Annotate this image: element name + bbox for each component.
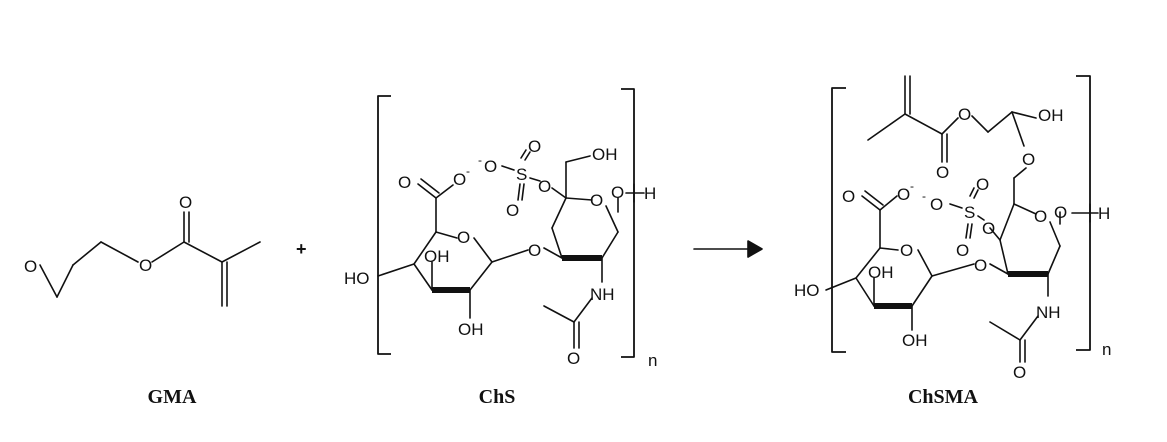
atom-epoxide-oxygen: O	[24, 257, 37, 276]
sulfate-oxygen-bottom: O	[956, 241, 969, 260]
hydroxyl-c3: OH	[868, 263, 894, 282]
hydroxyl-c2: OH	[458, 320, 484, 339]
terminal-hydrogen: H	[1098, 204, 1110, 223]
sulfate-charge: -	[922, 189, 926, 203]
amide-oxygen: O	[567, 349, 580, 368]
carboxyl-charge: -	[910, 179, 914, 193]
atom-ester-oxygen: O	[139, 256, 152, 275]
carboxyl-charge: -	[466, 164, 470, 178]
hydroxyl-c4: HO	[344, 269, 370, 288]
left-bracket	[831, 87, 846, 353]
ring-oxygen-1: O	[457, 228, 470, 247]
terminal-oxygen: O	[1054, 203, 1067, 222]
amide-oxygen: O	[1013, 363, 1026, 382]
sulfur-atom: S	[516, 165, 527, 184]
hydroxyl-c6: OH	[592, 145, 618, 164]
atom-carbonyl-oxygen: O	[179, 193, 192, 212]
glycosidic-oxygen: O	[974, 256, 987, 275]
carboxyl-oxygen-anion: O	[453, 170, 466, 189]
glycerol-hydroxyl: OH	[1038, 106, 1064, 125]
carboxyl-oxygen-double: O	[398, 173, 411, 192]
terminal-oxygen: O	[611, 183, 624, 202]
label-gma: GMA	[147, 386, 197, 408]
ring-oxygen-2: O	[1034, 207, 1047, 226]
hydroxyl-c2: OH	[902, 331, 928, 350]
sulfate-ester-oxygen: O	[538, 177, 551, 196]
gma-structure: O O O	[24, 193, 261, 307]
chsma-structure: n O O OH O O O O - HO	[794, 75, 1111, 382]
ring-oxygen-2: O	[590, 191, 603, 210]
glycosidic-oxygen: O	[528, 241, 541, 260]
sulfate-charge: -	[478, 153, 482, 167]
ring-oxygen-1: O	[900, 241, 913, 260]
label-chsma: ChSMA	[907, 386, 978, 408]
hydroxyl-c4: HO	[794, 281, 820, 300]
repeat-subscript: n	[1102, 340, 1111, 359]
methacrylate-carbonyl-oxygen: O	[936, 163, 949, 182]
repeat-subscript: n	[648, 351, 657, 370]
reaction-arrow	[693, 240, 763, 258]
sulfate-oxygen-bottom: O	[506, 201, 519, 220]
ether-oxygen: O	[1022, 150, 1035, 169]
amide-nh: NH	[590, 285, 615, 304]
sulfate-oxygen-top: O	[976, 175, 989, 194]
hydroxyl-c3: OH	[424, 247, 450, 266]
sulfate-ester-oxygen: O	[982, 219, 995, 238]
carboxyl-oxygen-double: O	[842, 187, 855, 206]
sulfate-oxygen-anion: O	[930, 195, 943, 214]
terminal-hydrogen: H	[644, 184, 656, 203]
label-chs: ChS	[478, 386, 516, 408]
left-bracket	[377, 95, 391, 355]
plus-sign: +	[296, 239, 307, 259]
methacrylate-ester-oxygen: O	[958, 105, 971, 124]
chs-structure: n O O O - HO OH OH O O	[344, 88, 657, 370]
sulfate-oxygen-top: O	[528, 137, 541, 156]
sulfur-atom: S	[964, 203, 975, 222]
carboxyl-oxygen-anion: O	[897, 185, 910, 204]
right-bracket	[621, 88, 635, 358]
amide-nh: NH	[1036, 303, 1061, 322]
sulfate-oxygen-anion: O	[484, 157, 497, 176]
